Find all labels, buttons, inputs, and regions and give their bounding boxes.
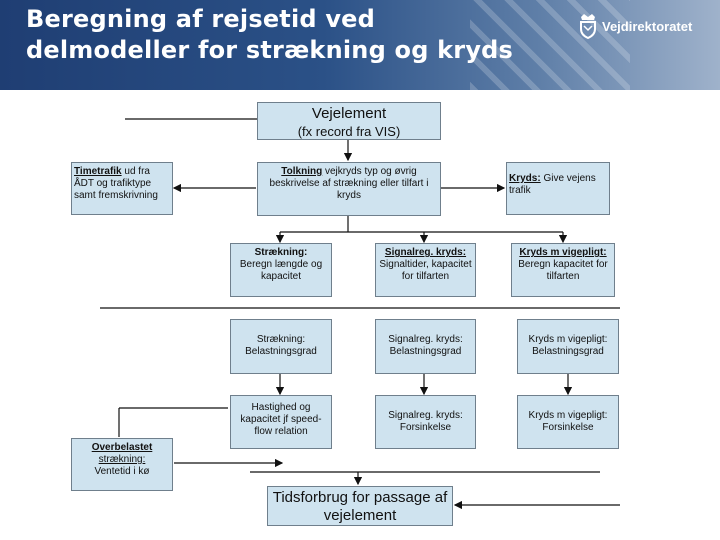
crown-shield-icon <box>580 14 596 39</box>
timetrafik-text: ud fra ÅDT og trafiktype samt fremskrivn… <box>74 166 158 201</box>
page-title: Beregning af rejsetid ved delmodeller fo… <box>26 4 513 66</box>
strekning2-text: Strækning: Belastningsgrad <box>245 334 317 357</box>
signal2-text: Signalreg. kryds: Belastningsgrad <box>388 334 463 357</box>
box-vigepligt-forsinkelse: Kryds m vigepligt: Forsinkelse <box>517 395 619 449</box>
box-signalreg-belastning: Signalreg. kryds: Belastningsgrad <box>375 319 476 374</box>
overbelastet-label: Overbelastet <box>91 442 153 453</box>
vejelement-subtitle: (fx record fra VIS) <box>297 124 401 139</box>
box-timetrafik: Timetrafik ud fra ÅDT og trafiktype samt… <box>71 162 173 215</box>
box-signalreg-kapacitet: Signalreg. kryds: Signaltider, kapacitet… <box>375 243 476 297</box>
overbelastet-label2: strækning: <box>98 454 146 465</box>
strekning1-label: Strækning: <box>254 247 308 258</box>
box-vigepligt-belastning: Kryds m vigepligt: Belastningsgrad <box>517 319 619 374</box>
vigepligt1-label: Kryds m vigepligt: <box>519 247 607 258</box>
box-signalreg-forsinkelse: Signalreg. kryds: Forsinkelse <box>375 395 476 449</box>
signal3-text: Signalreg. kryds: Forsinkelse <box>388 410 463 433</box>
box-overbelastet: Overbelastet strækning: Ventetid i kø <box>71 438 173 491</box>
title-line-2: delmodeller for strækning og kryds <box>26 36 514 64</box>
vigepligt2-text: Kryds m vigepligt: Belastningsgrad <box>528 334 608 357</box>
vejdirektoratet-logo: Vejdirektoratet <box>578 10 718 44</box>
box-tidsforbrug: Tidsforbrug for passage af vejelement <box>267 486 453 526</box>
signal1-label: Signalreg. kryds: <box>384 247 467 258</box>
box-vigepligt-kapacitet: Kryds m vigepligt: Beregn kapacitet for … <box>511 243 615 297</box>
signal1-text: Signaltider, kapacitet for tilfarten <box>379 259 472 282</box>
box-tolkning: Tolkning vejkryds typ og øvrig beskrivel… <box>257 162 441 216</box>
title-banner: Beregning af rejsetid ved delmodeller fo… <box>0 0 720 90</box>
box-vejelement: Vejelement (fx record fra VIS) <box>257 102 441 140</box>
strekning1-text: Beregn længde og kapacitet <box>239 259 323 282</box>
vejelement-title: Vejelement <box>311 105 387 122</box>
vigepligt1-text: Beregn kapacitet for tilfarten <box>518 259 608 282</box>
overbelastet-text: Ventetid i kø <box>94 466 150 477</box>
logo-text: Vejdirektoratet <box>602 19 693 34</box>
tolkning-text: vejkryds typ og øvrig beskrivelse af str… <box>269 166 429 201</box>
tidsforbrug-text: Tidsforbrug for passage af vejelement <box>272 489 448 524</box>
box-strekning-belastning: Strækning: Belastningsgrad <box>230 319 332 374</box>
vigepligt3-text: Kryds m vigepligt: Forsinkelse <box>528 410 608 433</box>
tolkning-label: Tolkning <box>281 166 323 177</box>
hastighed-text: Hastighed og kapacitet jf speed-flow rel… <box>240 402 322 437</box>
timetrafik-label: Timetrafik <box>74 166 122 177</box>
box-strekning-kapacitet: Strækning: Beregn længde og kapacitet <box>230 243 332 297</box>
banner-decoration <box>470 0 630 90</box>
box-hastighed: Hastighed og kapacitet jf speed-flow rel… <box>230 395 332 449</box>
box-kryds: Kryds: Give vejens trafik <box>506 162 610 215</box>
title-line-1: Beregning af rejsetid ved <box>26 5 376 33</box>
kryds-text: Give vejens trafik <box>509 173 596 196</box>
kryds-label: Kryds: <box>509 173 541 184</box>
